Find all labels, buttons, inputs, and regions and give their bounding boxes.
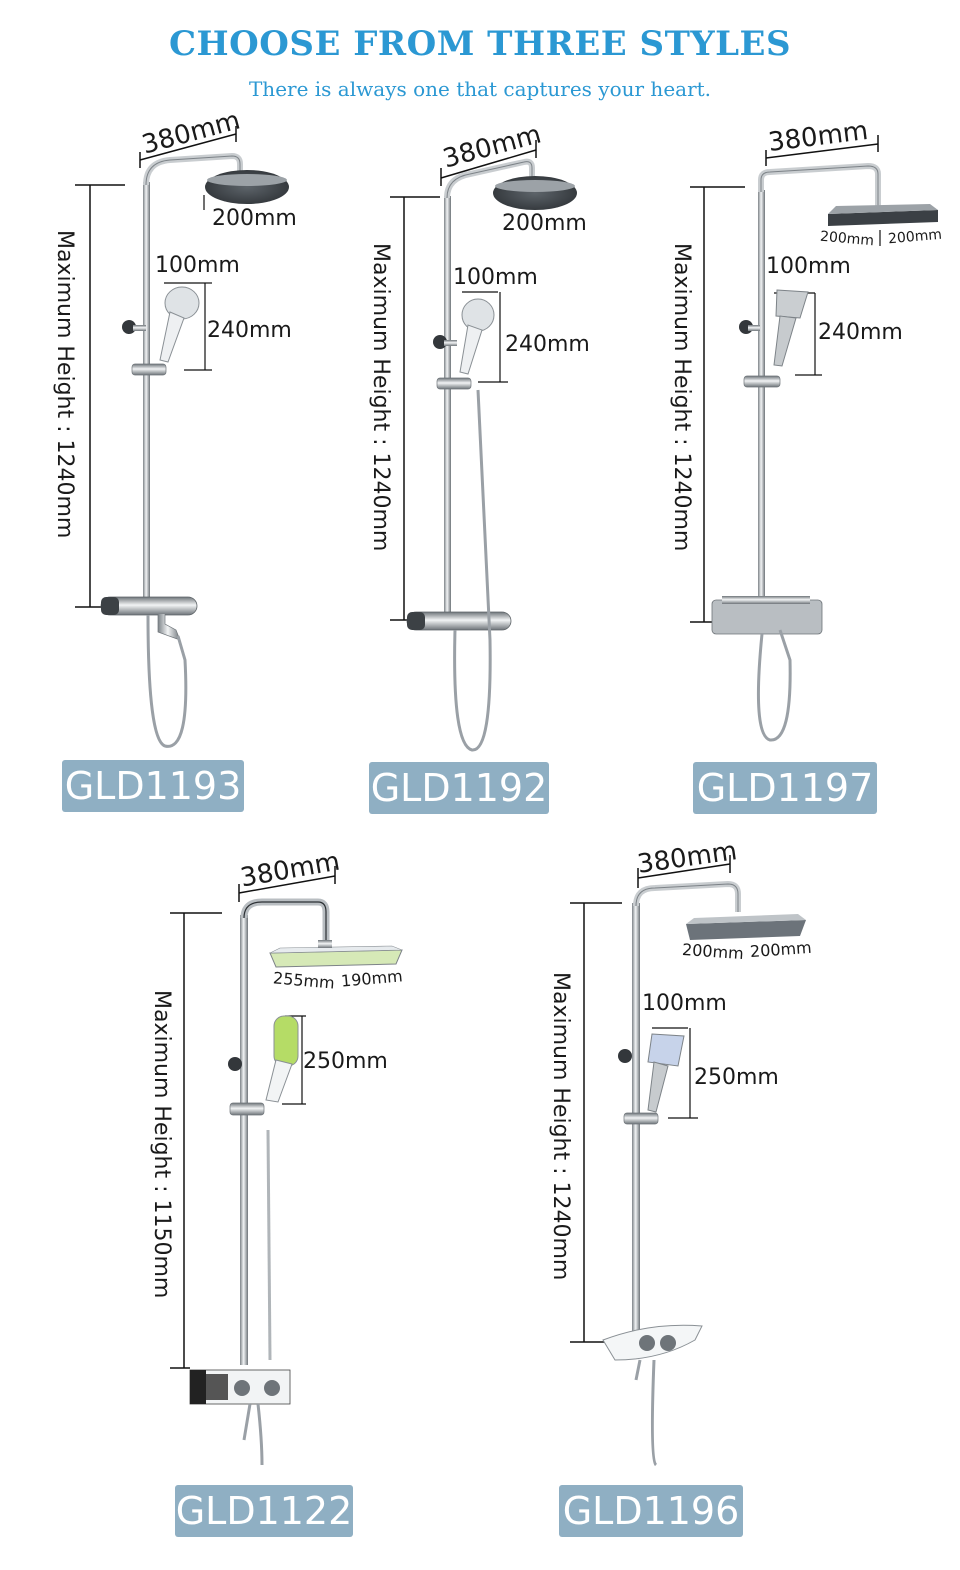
hand-length-label: 240mm (505, 332, 590, 357)
model-badge-gld1122: GLD1122 (175, 1485, 353, 1537)
model-badge-gld1197: GLD1197 (693, 762, 877, 814)
head-size-label: 200mm (502, 211, 587, 236)
hand-length-label: 250mm (694, 1065, 779, 1090)
hand-width-label: 100mm (766, 254, 851, 279)
max-height-label: Maximum Height : 1240mm (548, 972, 573, 1281)
hand-length-label: 240mm (818, 320, 903, 345)
hand-length-label: 240mm (207, 318, 292, 343)
hand-width-label: 100mm (642, 991, 727, 1016)
head-depth-label: 200mm (749, 937, 813, 962)
page-subtitle: There is always one that captures your h… (248, 77, 712, 101)
hand-width-label: 100mm (155, 253, 240, 278)
model-badge-gld1193: GLD1193 (62, 760, 244, 812)
model-badge-gld1196: GLD1196 (559, 1485, 743, 1537)
head-size-label: 200mm (212, 206, 297, 231)
page-title: CHOOSE FROM THREE STYLES (168, 24, 792, 64)
hand-width-label: 100mm (453, 265, 538, 290)
head-width-label: 200mm (681, 939, 745, 964)
hand-length-label: 250mm (303, 1049, 388, 1074)
model-badge-gld1192: GLD1192 (369, 762, 549, 814)
